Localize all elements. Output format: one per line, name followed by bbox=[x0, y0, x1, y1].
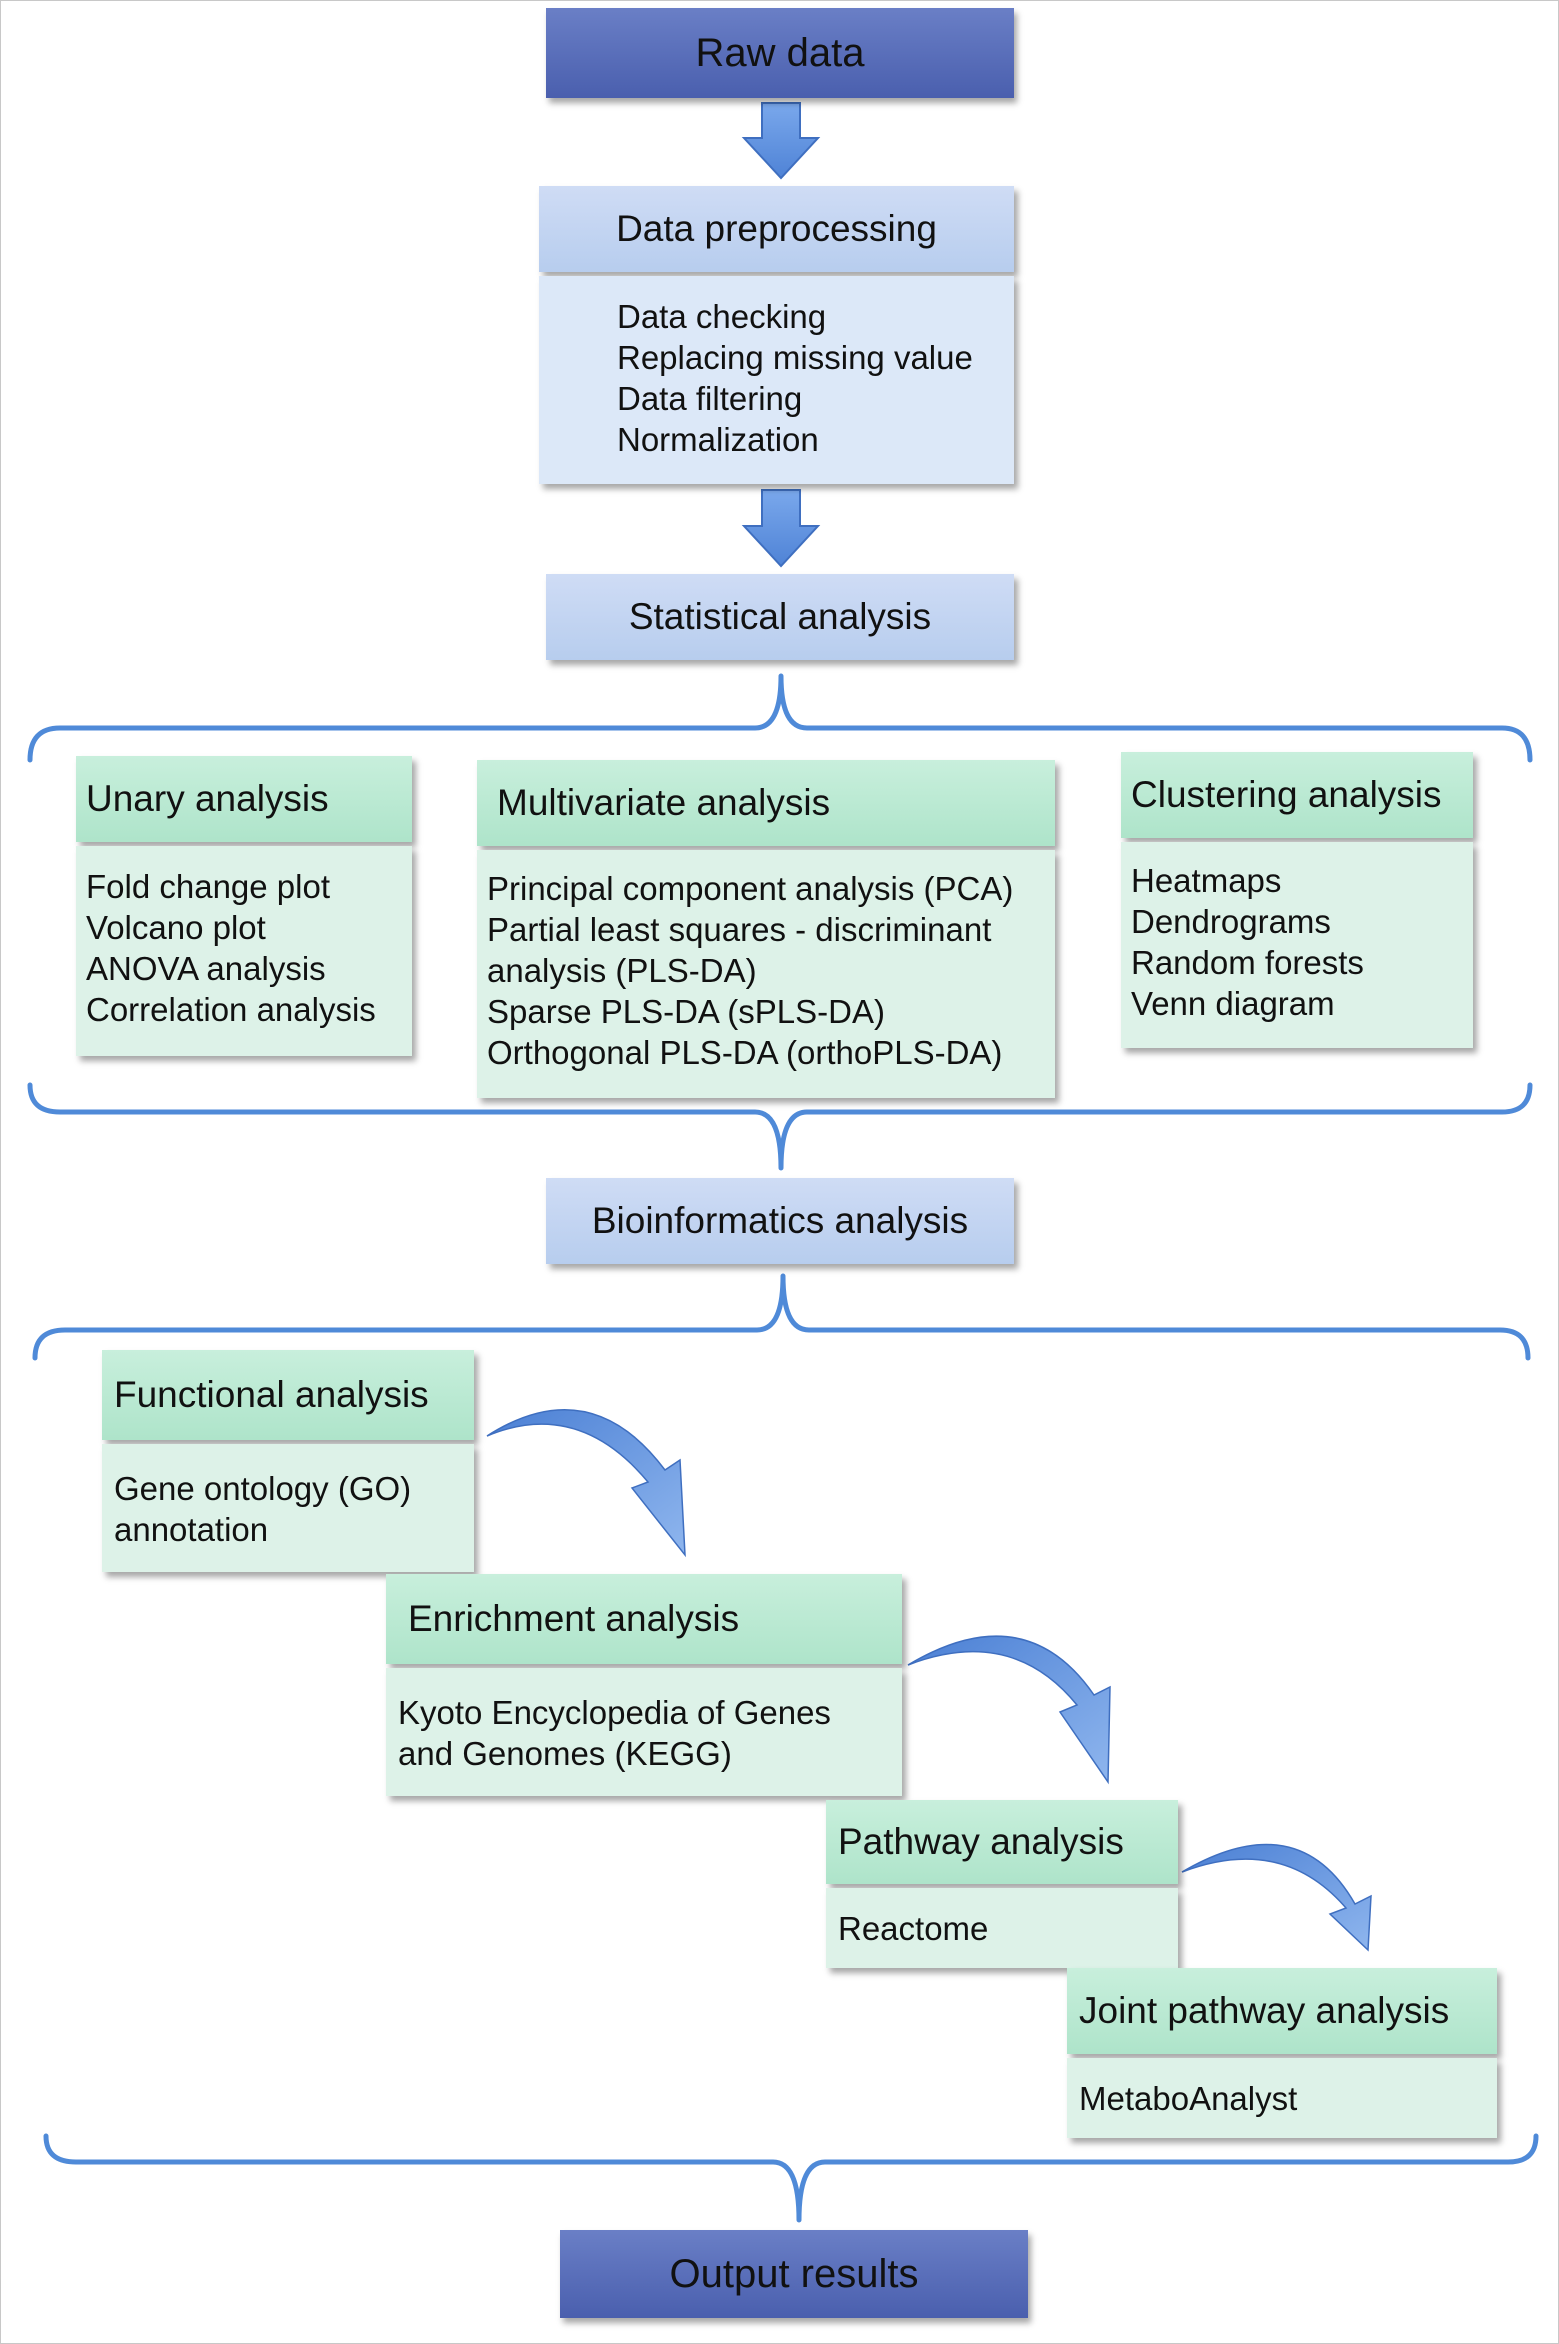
output-results-label: Output results bbox=[669, 2251, 919, 2296]
clustering-analysis-list: Heatmaps Dendrograms Random forests Venn… bbox=[1131, 860, 1364, 1024]
bioinformatics-analysis-label: Bioinformatics analysis bbox=[591, 1200, 969, 1241]
preprocessing-list: Data checking Replacing missing value Da… bbox=[617, 296, 973, 460]
statistical-analysis-label: Statistical analysis bbox=[628, 596, 932, 637]
list-item: Heatmaps bbox=[1131, 862, 1282, 899]
preprocessing-title: Data preprocessing bbox=[616, 208, 937, 249]
list-item: Random forests bbox=[1131, 944, 1364, 981]
list-item: Fold change plot bbox=[86, 868, 331, 905]
down-arrow-icon bbox=[741, 489, 821, 568]
clustering-analysis-title: Clustering analysis bbox=[1131, 774, 1442, 815]
section-brace bbox=[32, 1273, 1531, 1361]
multivariate-analysis-title: Multivariate analysis bbox=[497, 782, 831, 823]
list-item: Gene ontology (GO) bbox=[114, 1470, 412, 1507]
preprocessing-body: Data checking Replacing missing value Da… bbox=[539, 276, 1014, 484]
section-brace bbox=[27, 673, 1533, 763]
statistical-analysis-box: Statistical analysis bbox=[546, 574, 1014, 660]
pathway-analysis-list: Reactome bbox=[838, 1908, 988, 1949]
list-item: Partial least squares - discriminant bbox=[487, 911, 992, 948]
list-item: annotation bbox=[114, 1511, 269, 1548]
functional-analysis-list: Gene ontology (GO) annotation bbox=[114, 1468, 411, 1550]
clustering-analysis-header: Clustering analysis bbox=[1121, 752, 1473, 838]
joint-pathway-analysis-list: MetaboAnalyst bbox=[1079, 2078, 1297, 2119]
section-brace bbox=[27, 1082, 1533, 1171]
output-results-box: Output results bbox=[560, 2230, 1028, 2318]
functional-analysis-header: Functional analysis bbox=[102, 1350, 474, 1440]
list-item: Orthogonal PLS-DA (orthoPLS-DA) bbox=[487, 1034, 1003, 1071]
pathway-analysis-header: Pathway analysis bbox=[826, 1800, 1178, 1884]
enrichment-analysis-header: Enrichment analysis bbox=[386, 1574, 902, 1664]
list-item: Data filtering bbox=[617, 380, 803, 417]
list-item: and Genomes (KEGG) bbox=[398, 1735, 732, 1772]
multivariate-analysis-body: Principal component analysis (PCA) Parti… bbox=[477, 850, 1055, 1098]
functional-analysis-title: Functional analysis bbox=[114, 1374, 429, 1415]
list-item: Principal component analysis (PCA) bbox=[487, 870, 1014, 907]
joint-pathway-analysis-title: Joint pathway analysis bbox=[1079, 1990, 1450, 2031]
list-item: Replacing missing value bbox=[617, 339, 973, 376]
pathway-analysis-body: Reactome bbox=[826, 1888, 1178, 1968]
list-item: Sparse PLS-DA (sPLS-DA) bbox=[487, 993, 885, 1030]
list-item: Dendrograms bbox=[1131, 903, 1331, 940]
list-item: Volcano plot bbox=[86, 909, 266, 946]
list-item: analysis (PLS-DA) bbox=[487, 952, 757, 989]
bioinformatics-analysis-box: Bioinformatics analysis bbox=[546, 1178, 1014, 1264]
preprocessing-header: Data preprocessing bbox=[539, 186, 1014, 272]
list-item: Normalization bbox=[617, 421, 819, 458]
list-item: Venn diagram bbox=[1131, 985, 1335, 1022]
unary-analysis-title: Unary analysis bbox=[86, 778, 329, 819]
list-item: MetaboAnalyst bbox=[1079, 2080, 1298, 2117]
enrichment-analysis-list: Kyoto Encyclopedia of Genes and Genomes … bbox=[398, 1692, 831, 1774]
unary-analysis-header: Unary analysis bbox=[76, 756, 412, 842]
list-item: ANOVA analysis bbox=[86, 950, 326, 987]
multivariate-analysis-header: Multivariate analysis bbox=[477, 760, 1055, 846]
unary-analysis-body: Fold change plot Volcano plot ANOVA anal… bbox=[76, 846, 412, 1056]
clustering-analysis-body: Heatmaps Dendrograms Random forests Venn… bbox=[1121, 842, 1473, 1048]
enrichment-analysis-body: Kyoto Encyclopedia of Genes and Genomes … bbox=[386, 1668, 902, 1796]
functional-analysis-body: Gene ontology (GO) annotation bbox=[102, 1444, 474, 1572]
enrichment-analysis-title: Enrichment analysis bbox=[408, 1598, 740, 1639]
joint-pathway-analysis-body: MetaboAnalyst bbox=[1067, 2058, 1497, 2138]
multivariate-analysis-list: Principal component analysis (PCA) Parti… bbox=[487, 868, 1013, 1073]
list-item: Reactome bbox=[838, 1910, 989, 1947]
curved-arrow-icon bbox=[907, 1635, 1111, 1785]
joint-pathway-analysis-header: Joint pathway analysis bbox=[1067, 1968, 1497, 2054]
curved-arrow-icon bbox=[1181, 1843, 1372, 1952]
raw-data-label: Raw data bbox=[695, 30, 865, 75]
list-item: Data checking bbox=[617, 298, 827, 335]
list-item: Correlation analysis bbox=[86, 991, 376, 1028]
down-arrow-icon bbox=[741, 102, 821, 180]
unary-analysis-list: Fold change plot Volcano plot ANOVA anal… bbox=[86, 866, 376, 1030]
pathway-analysis-title: Pathway analysis bbox=[838, 1821, 1124, 1862]
list-item: Kyoto Encyclopedia of Genes bbox=[398, 1694, 831, 1731]
section-brace bbox=[43, 2133, 1539, 2223]
raw-data-box: Raw data bbox=[546, 8, 1014, 98]
curved-arrow-icon bbox=[486, 1409, 686, 1558]
